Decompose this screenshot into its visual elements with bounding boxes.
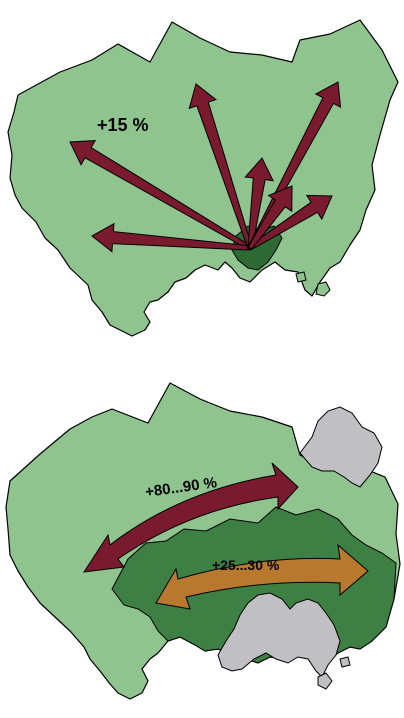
island bbox=[315, 281, 331, 297]
growth-arrow bbox=[244, 157, 274, 249]
island bbox=[295, 271, 307, 283]
double-arrow-inner bbox=[155, 543, 369, 610]
double-arrow-outer bbox=[82, 462, 299, 573]
region-land bbox=[7, 19, 399, 337]
map-panel-top: +15 % bbox=[7, 19, 399, 337]
other-municipality-core bbox=[217, 592, 341, 678]
label-inner-growth: +25...30 % bbox=[212, 557, 280, 573]
growth-arrow bbox=[188, 83, 253, 250]
flow-arrows bbox=[82, 462, 369, 610]
map-bottom: +80...90 % +25...30 % bbox=[5, 382, 401, 700]
growth-arrow bbox=[247, 185, 293, 250]
map-panel-bottom: +80...90 % +25...30 % bbox=[0, 359, 404, 718]
radial-arrows bbox=[69, 81, 342, 253]
growth-arrow bbox=[91, 222, 251, 253]
other-municipality-north bbox=[299, 406, 383, 488]
growth-arrow bbox=[69, 140, 252, 251]
map-top: +15 % bbox=[7, 19, 399, 337]
island bbox=[317, 672, 333, 690]
growth-label: +15 % bbox=[97, 115, 149, 135]
island bbox=[339, 656, 351, 668]
